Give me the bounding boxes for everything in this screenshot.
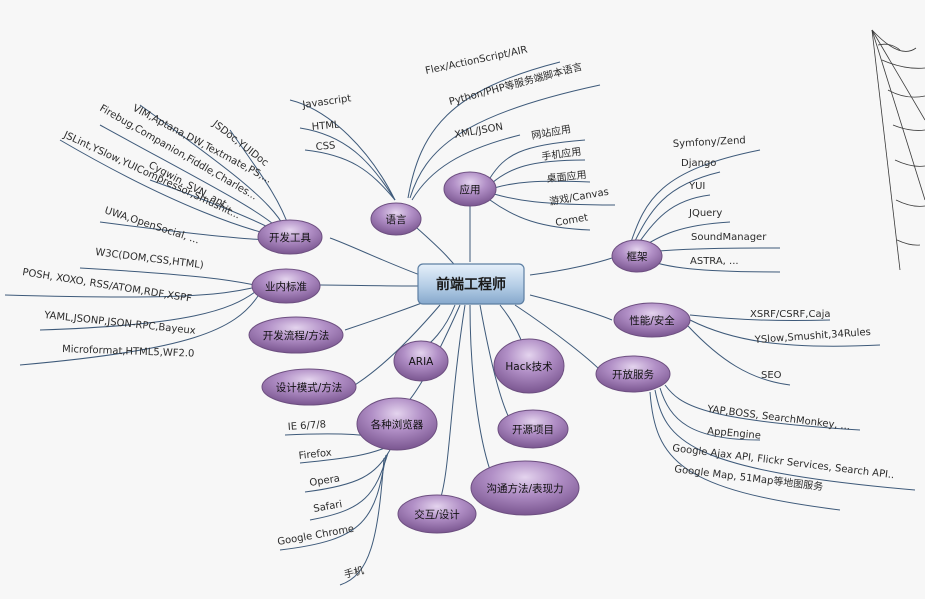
node-kaifa-gongju[interactable]: 开发工具 [257,219,323,255]
node-hack-label: Hack技术 [505,360,553,373]
leaves-xingneng: XSRF/CSRF,Caja YSlow,Smushit,34Rules SEO [750,309,871,381]
leaves-kaifang: YAP,BOSS, SearchMonkey, ... AppEngine Go… [672,404,895,493]
node-sheji-moshi-bubble [261,368,357,406]
leaf-xml-json: XML/JSON [454,122,504,141]
leaf-desktop-app: 桌面应用 [546,168,587,185]
node-kaifang-fuwu[interactable]: 开放服务 [595,355,671,393]
leaf-mobile: 手机 [343,563,366,580]
leaf-lines-kaifang [649,384,916,511]
leaf-soundmanager: SoundManager [691,232,767,243]
node-kaifang-fuwu-bubble [595,355,671,393]
node-kaiyuan-label: 开源项目 [512,423,554,436]
node-sheji-moshi[interactable]: 设计模式/方法 [261,368,357,406]
node-jiaohu-bubble [397,494,477,534]
center-node-box [417,263,525,305]
node-yuyan-label: 语言 [386,213,407,226]
node-xingneng-label: 性能/安全 [629,314,675,327]
leaves-kaifa: JSDoc,YUIDoc VIM,Aptana,DW,Textmate,PS,.… [61,103,273,246]
node-gezhong-liulanqi[interactable]: 各种浏览器 [356,397,438,451]
node-goutong[interactable]: 沟通方法/表现力 [470,460,580,516]
node-aria[interactable]: ARIA [393,340,449,382]
leaf-symfony: Symfony/Zend [673,135,746,150]
leaf-lines-yingyong [489,139,616,231]
node-yenei-biaozhun-bubble [251,268,321,304]
leaf-yaml: YAML,JSONP,JSON-RPC,Bayeux [43,310,197,337]
node-yenei-biaozhun[interactable]: 业内标准 [251,268,321,304]
node-kuangjia-bubble [611,239,663,273]
node-sheji-moshi-label: 设计模式/方法 [276,381,343,394]
connectors [319,205,613,501]
node-jiaohu-label: 交互/设计 [414,508,460,521]
node-kaiyuan-bubble [497,409,569,449]
leaf-xsrf: XSRF/CSRF,Caja [750,309,831,320]
node-xingneng[interactable]: 性能/安全 [613,302,691,338]
node-kaifa-liucheng-bubble [248,316,344,354]
node-yingyong-label: 应用 [460,183,481,196]
leaves-yingyong: 网站应用 手机应用 桌面应用 游戏/Canvas Comet [530,122,609,229]
node-xingneng-bubble [613,302,691,338]
node-gezhong-liulanqi-label: 各种浏览器 [371,418,424,431]
node-gezhong-liulanqi-bubble [356,397,438,451]
center-node[interactable]: 前端工程师 [417,263,525,305]
leaf-javascript: Javascript [301,93,352,111]
leaf-lines-yuyan [289,61,601,201]
node-kaifa-liucheng-label: 开发流程/方法 [263,329,330,342]
node-kaifang-fuwu-label: 开放服务 [612,368,654,381]
leaves-kuangjia: Symfony/Zend Django YUI JQuery SoundMana… [673,135,768,267]
spider-web-icon [871,29,925,271]
leaf-uwa: UWA,OpenSocial, ... [103,205,200,246]
center-node-label: 前端工程师 [436,276,506,293]
leaf-seo: SEO [761,370,782,381]
node-kaiyuan[interactable]: 开源项目 [497,409,569,449]
node-kuangjia-label: 框架 [627,250,648,263]
node-yuyan[interactable]: 语言 [370,202,422,236]
leaf-jquery: JQuery [688,208,722,219]
leaf-w3c: W3C(DOM,CSS,HTML) [95,247,205,271]
leaf-yslow: YSlow,Smushit,34Rules [753,327,871,346]
node-kaifa-liucheng[interactable]: 开发流程/方法 [248,316,344,354]
leaf-css: CSS [315,140,336,153]
node-kaifa-gongju-label: 开发工具 [269,231,311,244]
leaf-flex: Flex/ActionScript/AIR [424,44,528,76]
node-hack-bubble [493,338,565,394]
node-jiaohu[interactable]: 交互/设计 [397,494,477,534]
node-yingyong[interactable]: 应用 [443,171,497,207]
leaf-html: HTML [311,120,340,133]
leaf-microformat: Microformat,HTML5,WF2.0 [62,344,195,360]
leaf-lines-biaozhun [4,267,259,366]
leaf-lines-xingneng [687,314,881,386]
node-kuangjia[interactable]: 框架 [611,239,663,273]
leaf-safari: Safari [313,499,343,515]
leaf-website-app: 网站应用 [530,122,572,142]
node-aria-bubble [393,340,449,382]
node-aria-label: ARIA [409,356,435,368]
leaf-django: Django [681,158,716,169]
leaf-yui: YUI [688,181,705,192]
node-goutong-label: 沟通方法/表现力 [486,482,563,495]
leaf-comet: Comet [555,212,589,229]
node-yingyong-bubble [443,171,497,207]
leaf-posh: POSH, XOXO, RSS/ATOM,RDF,XSPF [22,267,193,305]
leaves-liulanqi: IE 6/7/8 Firefox Opera Safari Google Chr… [277,419,366,581]
leaf-astra: ASTRA, ... [690,256,739,267]
leaf-firefox: Firefox [298,448,332,462]
leaf-appengine: AppEngine [707,426,762,442]
node-hack[interactable]: Hack技术 [493,338,565,394]
node-kaifa-gongju-bubble [257,219,323,255]
leaf-opera: Opera [309,473,341,489]
node-yuyan-bubble [370,202,422,236]
leaf-ie: IE 6/7/8 [287,419,326,433]
node-yenei-biaozhun-label: 业内标准 [265,280,307,293]
node-goutong-bubble [470,460,580,516]
